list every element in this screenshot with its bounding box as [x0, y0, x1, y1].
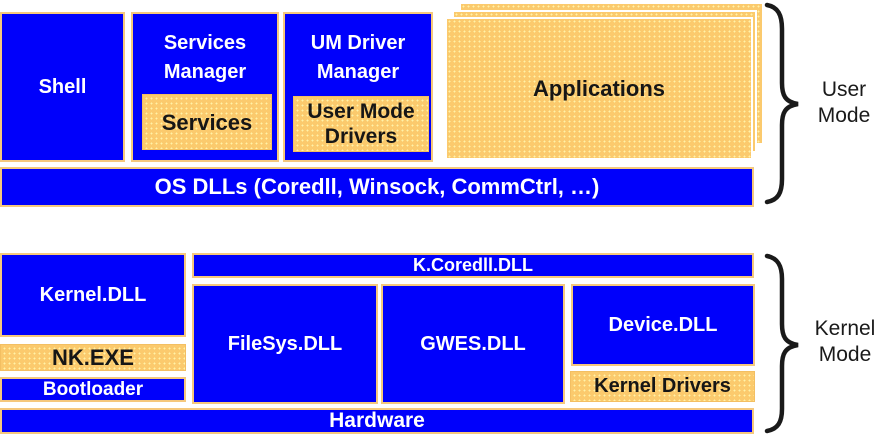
os-dlls-bar: OS DLLs (Coredll, Winsock, CommCtrl, …) [0, 167, 754, 207]
filesys-dll-label: FileSys.DLL [227, 332, 343, 355]
kernel-drivers-box: Kernel Drivers [570, 371, 755, 402]
kernel-mode-label: Kernel Mode [814, 317, 876, 366]
nk-exe-box: NK.EXE [0, 344, 186, 371]
um-driver-manager-box: UM Driver Manager User Mode Drivers [283, 12, 433, 162]
applications-label: Applications [532, 75, 665, 101]
gwes-dll-label: GWES.DLL [420, 332, 526, 355]
device-dll-box: Device.DLL [571, 284, 755, 366]
user-mode-drivers-box: User Mode Drivers [293, 96, 429, 152]
kernel-dll-label: Kernel.DLL [39, 283, 147, 306]
services-box: Services [142, 94, 272, 150]
hardware-label: Hardware [329, 409, 425, 432]
hardware-bar: Hardware [0, 408, 754, 434]
shell-box: Shell [0, 12, 125, 162]
gwes-dll-box: GWES.DLL [381, 284, 565, 404]
applications-box: Applications [445, 17, 753, 160]
user-mode-drivers-label: User Mode Drivers [307, 100, 415, 148]
kernel-mode-brace-icon [764, 253, 799, 434]
user-mode-brace-icon [764, 2, 799, 205]
services-manager-box: Services Manager Services [131, 12, 279, 162]
kernel-drivers-label: Kernel Drivers [594, 375, 731, 397]
bootloader-label: Bootloader [42, 378, 144, 400]
k-coredll-bar: K.Coredll.DLL [192, 253, 754, 278]
k-coredll-label: K.Coredll.DLL [413, 255, 533, 275]
os-dlls-label: OS DLLs (Coredll, Winsock, CommCtrl, …) [154, 174, 600, 199]
device-dll-label: Device.DLL [608, 313, 718, 336]
services-label: Services [161, 109, 253, 135]
um-driver-manager-label: UM Driver Manager [310, 32, 406, 83]
kernel-dll-box: Kernel.DLL [0, 253, 186, 337]
bootloader-box: Bootloader [0, 377, 186, 402]
shell-label: Shell [38, 75, 87, 98]
filesys-dll-box: FileSys.DLL [192, 284, 378, 404]
nk-exe-label: NK.EXE [52, 344, 134, 370]
services-manager-label: Services Manager [163, 32, 247, 83]
user-mode-label: User Mode [817, 78, 871, 127]
